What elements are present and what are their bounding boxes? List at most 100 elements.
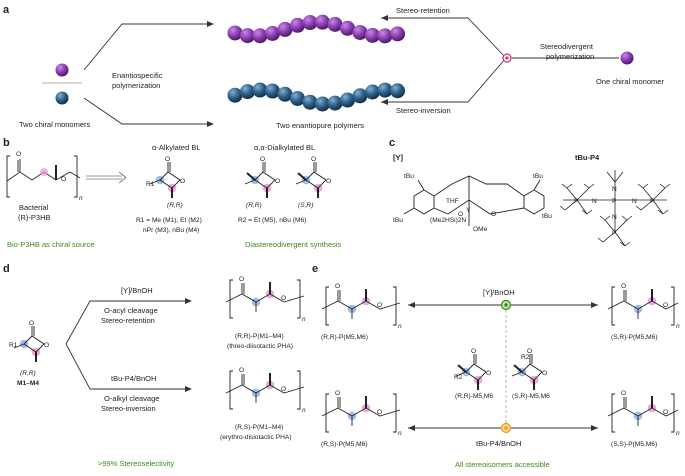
carbonyl-bond <box>313 162 317 172</box>
p-atom: P <box>574 198 579 205</box>
purple-polymer-bead <box>327 16 343 32</box>
panel-e-sr-monomer: OO <box>511 348 547 390</box>
purple-polymer-bead <box>240 28 255 44</box>
r1-bond <box>455 371 467 377</box>
threo-carbonyl <box>241 283 245 294</box>
rr-ester-o: O <box>377 302 382 309</box>
panel-e-cat-top: [Y]/BnOH <box>483 288 515 297</box>
all-stereoisomers-label: All stereoisomers accessible <box>455 460 550 469</box>
lactone-ring <box>254 171 276 189</box>
panel-e-bottom-arrow-left <box>408 425 415 431</box>
rs-backbone <box>321 407 401 417</box>
diastereodivergent-label: Diastereodivergent synthesis <box>245 240 342 249</box>
panel-d-product-bottom-sub: (erythro-disiotactic PHA) <box>220 434 291 441</box>
rs-carbonyl <box>337 397 341 408</box>
dialkyl-substituent-line: R2 = Et (M5), nBu (M6) <box>238 217 306 224</box>
blue-polymer-bead <box>390 83 405 99</box>
p3hb-stereocenter <box>40 168 48 176</box>
carbonyl-o: O <box>165 156 170 163</box>
r2-wedge <box>457 364 467 373</box>
purple-polymer-chain <box>227 14 405 44</box>
r2-wedge <box>297 172 307 181</box>
carbonyl-o: O <box>527 348 532 355</box>
panel-d-r1: R1 <box>9 342 18 349</box>
carbonyl-bond <box>262 162 266 172</box>
blue-polymer-bead <box>240 84 255 100</box>
alkyl-substituent-line-2: nPr (M3), nBu (M4) <box>143 227 199 234</box>
carbonyl-o: O <box>29 320 34 327</box>
blue-polymer-bead <box>265 83 280 99</box>
panel-e-cat-bottom: tBu-P4/BnOH <box>476 439 521 448</box>
p3hb-carbonyl-o: O <box>16 151 21 158</box>
p3hb-structure <box>6 155 81 198</box>
r1-bond <box>244 179 256 185</box>
panel-d-product-top: (R,R)-P(M1–M4) <box>235 333 284 340</box>
alkyl-r1-label: R1 <box>146 181 155 188</box>
nme2-branch <box>576 199 593 215</box>
purple-polymer-bead <box>365 27 380 43</box>
panel-e-ss-polymer: OOn <box>607 390 680 437</box>
panel-e-monomer-a-label: (R,R)-M5,M6 <box>455 393 493 400</box>
sr-n: n <box>676 323 680 330</box>
p3hb-label: (R)-P3HB <box>18 213 51 222</box>
panel-e-rr-polymer: OOn <box>321 283 402 330</box>
panel-e-rs-polymer: OOn <box>321 390 402 437</box>
one-chiral-monomer-caption: One chiral monomer <box>596 77 664 86</box>
stereo-retention-arrowhead <box>381 15 388 21</box>
one-chiral-monomer <box>620 51 634 65</box>
ring-o: O <box>180 178 185 185</box>
p3hb-n: n <box>79 195 83 202</box>
panel-e-label: e <box>312 263 318 275</box>
panel-d-erythro-polymer: OOn <box>225 367 306 414</box>
dialkylated-bl-heading: α,α-Dialkylated BL <box>254 143 315 152</box>
panel-e-rr-monomer: OO <box>455 348 491 390</box>
panel-d-arrowhead-bottom <box>185 386 192 392</box>
stereodivergent-label: Stereodivergent polymerization <box>540 42 595 61</box>
blue-polymer-bead <box>227 87 243 103</box>
ss-carbonyl <box>623 397 627 408</box>
n-atom: N <box>592 198 597 205</box>
panel-d-arrowhead-top <box>185 298 192 304</box>
nme2-branch <box>599 215 616 233</box>
panel-e-top-arrow-left <box>408 302 415 308</box>
two-chiral-monomers-caption: Two chiral monomers <box>19 120 91 129</box>
erythro-ester-o: O <box>281 386 286 393</box>
stereodivergent-arrow <box>381 17 507 103</box>
enantiospecific-arrow <box>83 23 212 125</box>
panel-d-product-bottom: (R,S)-P(M1–M4) <box>235 424 283 431</box>
branch-node-dot <box>505 56 509 60</box>
ring-o: O <box>275 178 280 185</box>
carbonyl-o: O <box>260 156 265 163</box>
purple-polymer-bead <box>377 28 393 44</box>
panel-d-label: d <box>3 263 10 275</box>
blue-polymer-bead <box>290 91 305 107</box>
panel-d-monomers: M1–M4 <box>17 380 39 387</box>
carbonyl-o: O <box>471 348 476 355</box>
panel-a-label: a <box>3 4 10 16</box>
stereoselectivity-label: >99% Stereoselectivity <box>98 459 174 468</box>
lactone-ring <box>465 363 487 381</box>
purple-polymer-bead <box>315 14 330 30</box>
carbonyl-o: O <box>311 156 316 163</box>
panel-d-product-top-sub: (threo-diisotactic PHA) <box>227 343 293 350</box>
tbu-top-left: tBu <box>404 173 414 180</box>
blue-polymer-bead <box>365 84 380 100</box>
rr-carbonyl-o: O <box>335 283 340 290</box>
nme2-branch <box>652 183 671 201</box>
blue-polymer-bead <box>352 88 368 104</box>
panel-e-bottom-left-label: (R,S)-P(M5,M6) <box>321 441 368 448</box>
rs-carbonyl-o: O <box>335 390 340 397</box>
alkyl-substituent-line-1: R1 = Me (M1), Et (M2) <box>136 217 202 224</box>
threo-backbone <box>225 293 305 303</box>
panel-d-threo-polymer: OOn <box>225 276 306 323</box>
nme2-branch <box>614 231 631 247</box>
panel-e-top-right-label: (S,R)-P(M5,M6) <box>611 334 658 341</box>
panel-e-bottom-arrow-right <box>591 425 598 431</box>
nme2-branch <box>652 199 669 215</box>
erythro-n: n <box>302 407 306 414</box>
lactone-ring <box>23 335 45 353</box>
erythro-backbone <box>225 384 305 394</box>
panel-c-label: c <box>389 137 395 149</box>
purple-polymer-bead <box>340 20 355 36</box>
